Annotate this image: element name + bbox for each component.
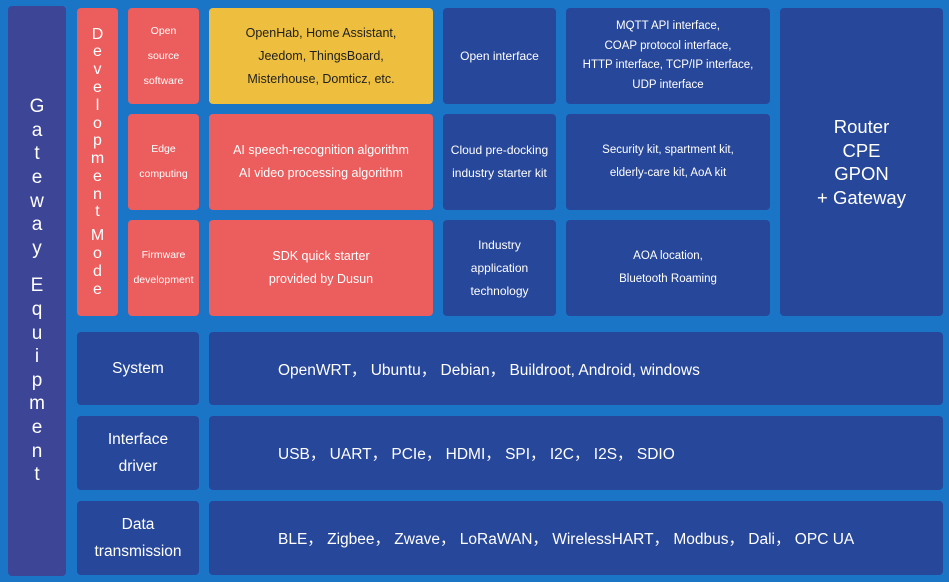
vertical-letter: y [32, 237, 42, 259]
router-label: Router CPE GPON + Gateway [817, 116, 906, 208]
interface-driver-content-box: USB， UART， PCIe， HDMI， SPI， I2C， I2S， SD… [209, 416, 943, 490]
vertical-letter: i [34, 346, 40, 368]
vertical-letter: m [29, 393, 45, 415]
kits-detail-text: Security kit, spartment kit, elderly-car… [602, 144, 734, 179]
vertical-letter: t [34, 464, 40, 486]
vertical-letter: M [90, 227, 105, 245]
data-transmission-label-box: Data transmission [77, 501, 199, 575]
aoa-detail-text: AOA location, Bluetooth Roaming [619, 250, 717, 285]
edge-computing-content: AI speech-recognition algorithm AI video… [209, 114, 433, 210]
vertical-letter: E [30, 275, 44, 297]
firmware-content-text: SDK quick starter provided by Dusun [268, 249, 374, 286]
data-transmission-content: BLE， Zigbee， Zwave， LoRaWAN， WirelessHAR… [278, 531, 855, 548]
vertical-letter: l [95, 96, 100, 114]
vertical-letter: o [93, 114, 102, 132]
vertical-letter: e [31, 167, 43, 189]
vertical-letter: t [95, 203, 100, 221]
vertical-letter: d [93, 262, 102, 280]
industry-tech-box: Industry application technology [443, 220, 556, 316]
data-transmission-content-box: BLE， Zigbee， Zwave， LoRaWAN， WirelessHAR… [209, 501, 943, 575]
system-content: OpenWRT， Ubuntu， Debian， Buildroot, Andr… [278, 361, 700, 379]
vertical-letter: e [31, 416, 43, 438]
interface-detail-box: MQTT API interface, COAP protocol interf… [566, 8, 770, 104]
edge-computing-content-text: AI speech-recognition algorithm AI video… [233, 143, 409, 180]
system-content-box: OpenWRT， Ubuntu， Debian， Buildroot, Andr… [209, 332, 943, 405]
data-transmission-label: Data transmission [94, 516, 182, 560]
interface-detail-text: MQTT API interface, COAP protocol interf… [582, 20, 754, 91]
interface-driver-content: USB， UART， PCIe， HDMI， SPI， I2C， I2S， SD… [278, 446, 675, 463]
open-source-content-text: OpenHab, Home Assistant, Jeedom, ThingsB… [245, 25, 397, 86]
edge-computing-category: Edge computing [128, 114, 199, 210]
vertical-letter: w [30, 190, 44, 212]
vertical-letter: G [29, 96, 45, 118]
vertical-letter: D [91, 25, 104, 43]
vertical-letter: p [31, 369, 43, 391]
vertical-letter: v [93, 61, 102, 79]
cloud-docking-box: Cloud pre-docking industry starter kit [443, 114, 556, 210]
vertical-letter: e [93, 78, 102, 96]
cloud-docking-text: Cloud pre-docking industry starter kit [450, 143, 549, 180]
system-label: System [112, 360, 164, 377]
aoa-detail-box: AOA location, Bluetooth Roaming [566, 220, 770, 316]
vertical-letter: e [93, 43, 102, 61]
vertical-letter: q [31, 299, 43, 320]
vertical-letter: a [31, 214, 43, 236]
vertical-letter: u [31, 322, 43, 344]
open-interface-box: Open interface [443, 8, 556, 104]
firmware-content: SDK quick starter provided by Dusun [209, 220, 433, 316]
vertical-letter: n [93, 185, 102, 203]
system-label-box: System [77, 332, 199, 405]
router-panel: Router CPE GPON + Gateway [780, 8, 943, 316]
vertical-letter: t [34, 143, 40, 165]
open-source-content: OpenHab, Home Assistant, Jeedom, ThingsB… [209, 8, 433, 104]
vertical-letter: a [31, 119, 43, 141]
vertical-letter: e [93, 280, 102, 298]
open-source-category-text: Open source software [143, 24, 184, 87]
vertical-letter: p [93, 132, 102, 150]
interface-driver-label-box: Interface driver [77, 416, 199, 490]
open-interface-text: Open interface [460, 49, 539, 63]
firmware-category: Firmware development [128, 220, 199, 316]
vertical-letter: o [93, 245, 102, 263]
firmware-category-text: Firmware development [133, 249, 194, 286]
open-source-category: Open source software [128, 8, 199, 104]
vertical-letter: m [90, 150, 105, 168]
edge-computing-category-text: Edge computing [139, 143, 188, 180]
industry-tech-text: Industry application technology [470, 237, 529, 298]
vertical-letter: e [93, 167, 102, 185]
kits-detail-box: Security kit, spartment kit, elderly-car… [566, 114, 770, 210]
interface-driver-label: Interface driver [107, 431, 169, 475]
vertical-letter: n [31, 440, 43, 462]
